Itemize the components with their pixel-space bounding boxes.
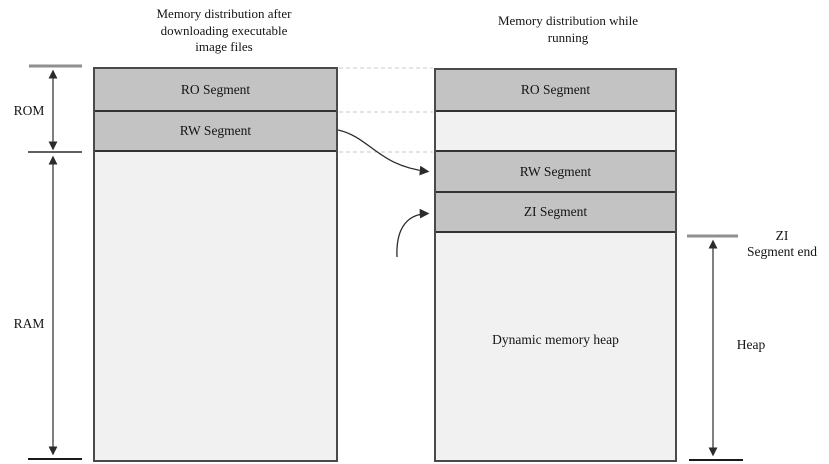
segment-heap-label: Dynamic memory heap xyxy=(492,331,619,347)
segment-zi-right: ZI Segment xyxy=(436,193,675,233)
segment-gap-right xyxy=(436,112,675,152)
segment-ro-right-label: RO Segment xyxy=(520,82,591,97)
segment-rw-left-label: RW Segment xyxy=(179,123,252,138)
zi-segment-end-label: ZI Segment end xyxy=(746,228,818,259)
segment-rw-left: RW Segment xyxy=(95,112,336,152)
rom-label: ROM xyxy=(13,103,45,118)
segment-zi-right-label: ZI Segment xyxy=(523,204,588,219)
memory-column-after-download: RO Segment RW Segment xyxy=(93,67,338,462)
segment-ro-left-label: RO Segment xyxy=(180,81,251,97)
segment-rw-right: RW Segment xyxy=(436,152,675,193)
left-column-title: Memory distribution after downloading ex… xyxy=(156,6,292,54)
segment-ro-left: RO Segment xyxy=(95,69,336,112)
right-column-title: Memory distribution while running xyxy=(497,13,639,45)
zi-init-flow-arrow xyxy=(396,208,430,258)
heap-label: Heap xyxy=(736,337,766,352)
ram-label: RAM xyxy=(13,316,45,331)
segment-heap: Dynamic memory heap xyxy=(436,233,675,460)
segment-rw-right-label: RW Segment xyxy=(519,163,592,179)
memory-column-running: RO Segment RW Segment ZI Segment Dynamic… xyxy=(434,68,677,462)
segment-ro-right: RO Segment xyxy=(436,70,675,112)
rw-copy-flow-arrow xyxy=(337,129,430,176)
segment-empty-left xyxy=(95,152,336,460)
